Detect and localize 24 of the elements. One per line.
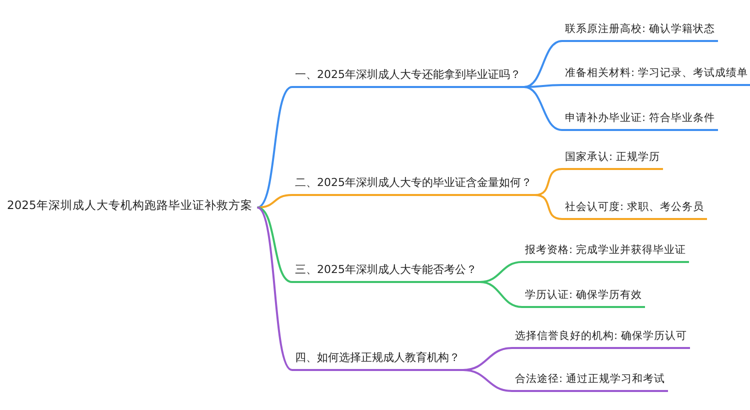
leaf-topic: 选择信誉良好的机构: 确保学历认可 <box>512 328 690 349</box>
branch-line <box>256 86 292 208</box>
leaf-topic: 报考资格: 完成学业并获得毕业证 <box>522 242 689 263</box>
leaf-topic: 联系原注册高校: 确认学籍状态 <box>562 21 718 42</box>
branch-topic: 三、2025年深圳成人大专能否考公？ <box>292 262 480 283</box>
branch-line <box>257 194 292 208</box>
branch-line <box>462 369 512 392</box>
branch-line <box>480 281 522 308</box>
branch-topic: 四、如何选择正规成人教育机构？ <box>292 350 463 371</box>
branch-line <box>524 86 562 131</box>
branch-topic: 一、2025年深圳成人大专还能拿到毕业证吗？ <box>292 67 524 88</box>
leaf-topic: 申请补办毕业证: 符合毕业条件 <box>562 110 718 131</box>
leaf-topic: 合法途径: 通过正规学习和考试 <box>512 371 668 392</box>
branch-line <box>534 194 562 220</box>
leaf-topic: 准备相关材料: 学习记录、考试成绩单 <box>562 65 750 86</box>
branch-line <box>256 206 292 283</box>
branch-line <box>524 84 562 88</box>
branch-topic: 二、2025年深圳成人大专的毕业证含金量如何？ <box>292 175 535 196</box>
leaf-topic: 国家承认: 正规学历 <box>562 149 663 170</box>
leaf-topic: 学历认证: 确保学历有效 <box>522 287 645 308</box>
leaf-topic: 社会认可度: 求职、考公务员 <box>562 199 707 220</box>
branch-line <box>256 206 293 371</box>
root-topic: 2025年深圳成人大专机构跑路毕业证补救方案 <box>4 197 256 218</box>
branch-line <box>524 40 562 88</box>
